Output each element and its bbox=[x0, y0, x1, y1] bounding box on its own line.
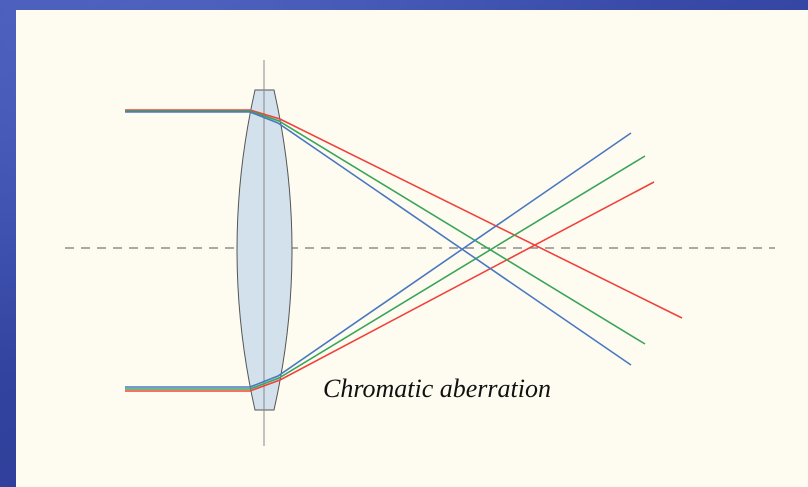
red-ray-bottom bbox=[125, 181, 655, 392]
green-ray-bottom bbox=[125, 155, 646, 390]
ray-group bbox=[125, 109, 683, 392]
diagram-caption: Chromatic aberration bbox=[323, 374, 551, 403]
red-ray-top bbox=[125, 109, 683, 319]
green-ray-top bbox=[125, 110, 646, 345]
blue-ray-top bbox=[125, 111, 632, 366]
blue-ray-bottom bbox=[125, 132, 632, 388]
